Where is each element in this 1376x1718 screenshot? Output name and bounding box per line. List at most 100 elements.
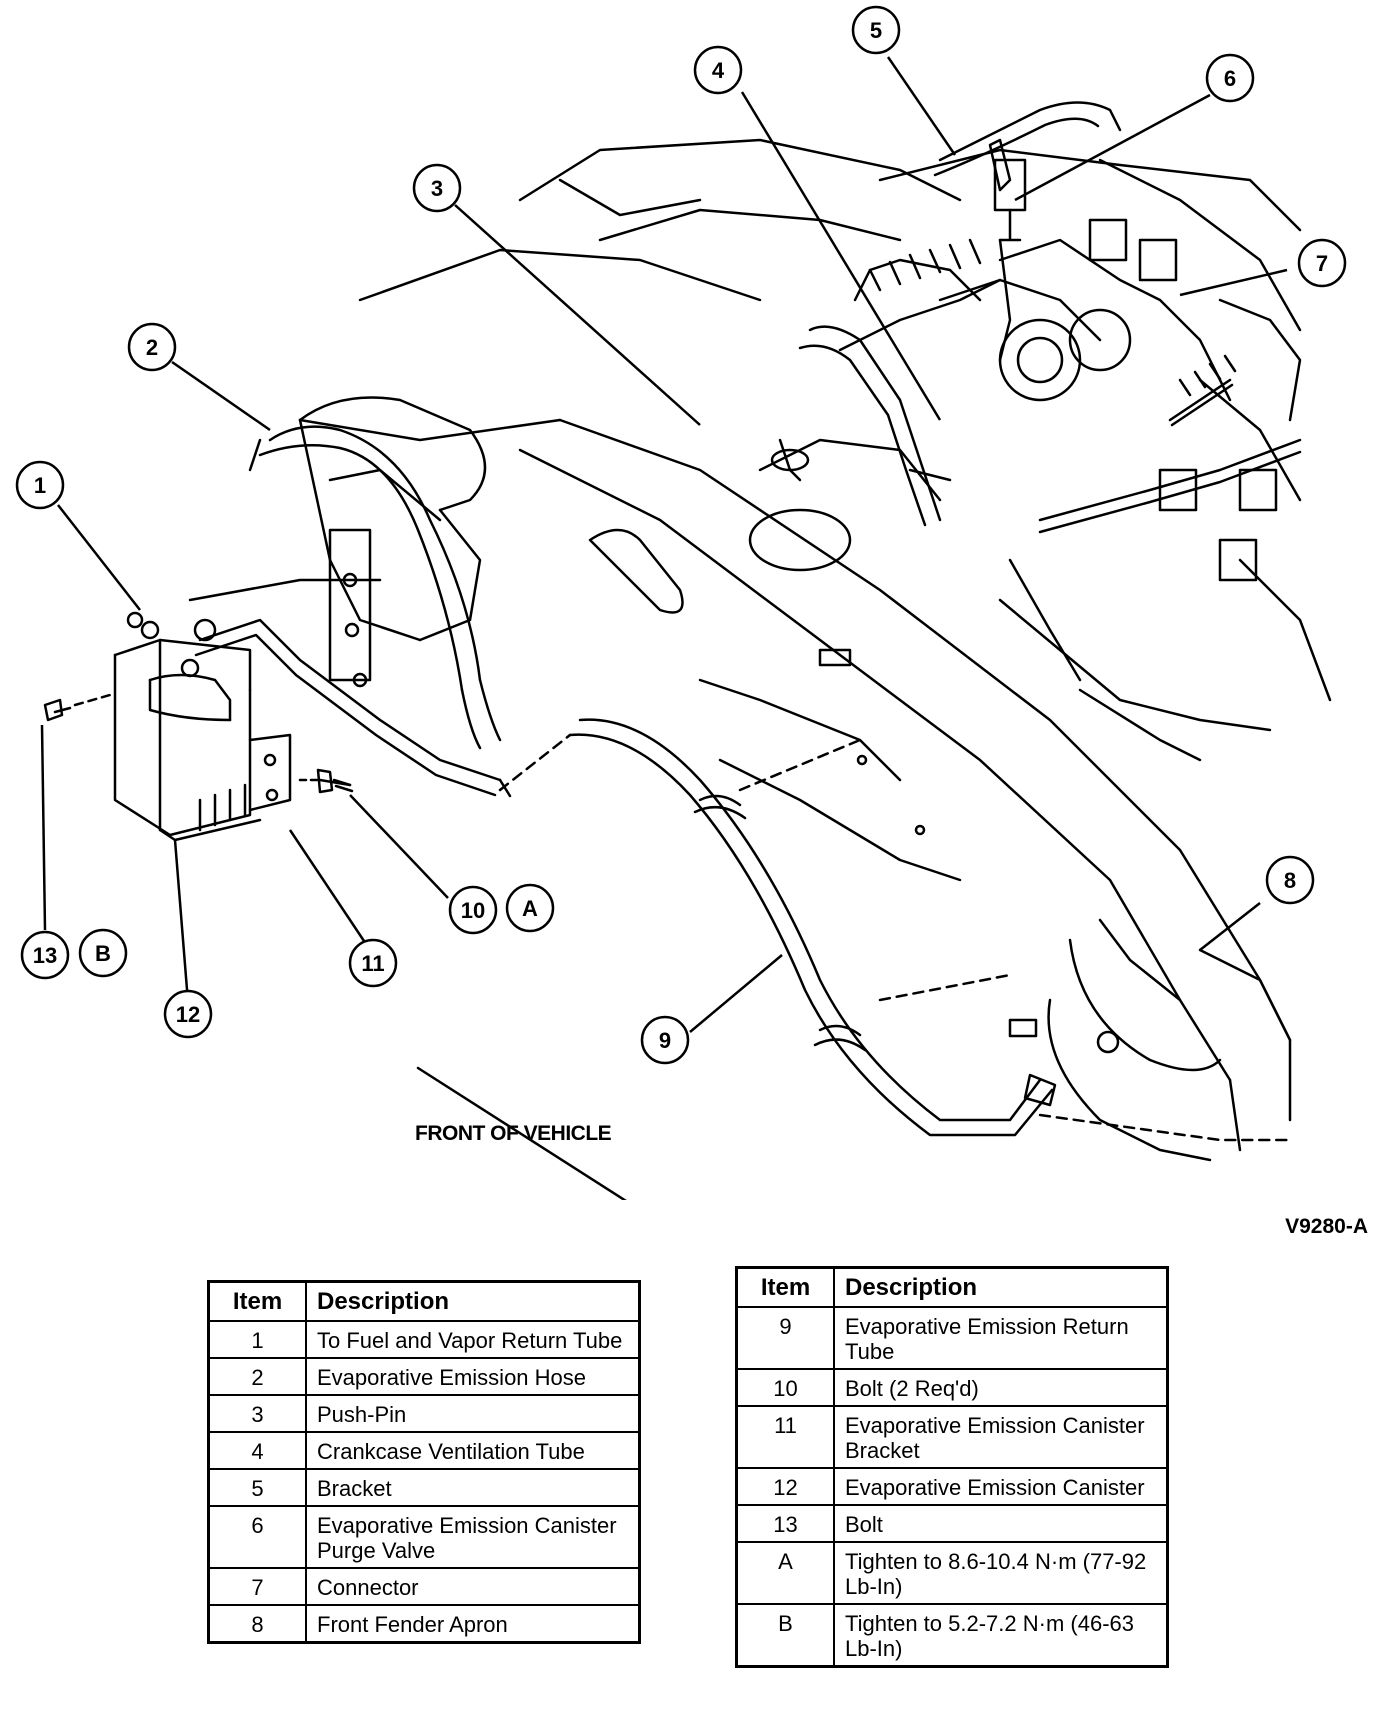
callout-8: 8 — [1265, 855, 1315, 905]
item-column-header: Item — [735, 1266, 835, 1308]
callout-7: 7 — [1297, 238, 1347, 288]
callouts: 1 2 3 4 5 6 7 8 9 10 A 11 12 13 B — [15, 5, 1347, 1065]
legend-item-number: 8 — [207, 1604, 307, 1644]
svg-text:B: B — [95, 941, 111, 966]
callout-2: 2 — [127, 322, 177, 372]
legend-item-description: Evaporative Emission Hose — [305, 1357, 641, 1396]
legend-item-description: Evaporative Emission Canister Purge Valv… — [305, 1505, 641, 1569]
leader-8 — [1199, 902, 1261, 951]
svg-text:4: 4 — [712, 58, 725, 83]
legend-item-description: Bolt — [833, 1504, 1169, 1543]
svg-text:6: 6 — [1224, 66, 1236, 91]
leader-13 — [40, 724, 47, 931]
callout-1: 1 — [15, 460, 65, 510]
legend-item-description: Crankcase Ventilation Tube — [305, 1431, 641, 1470]
leader-1 — [57, 504, 141, 611]
svg-text:A: A — [522, 896, 538, 921]
legend-item-description: Front Fender Apron — [305, 1604, 641, 1644]
legend-item-description: Push-Pin — [305, 1394, 641, 1433]
legend-item-number: 6 — [207, 1505, 307, 1569]
purge-valve-assembly — [933, 101, 1122, 362]
svg-text:7: 7 — [1316, 251, 1328, 276]
legend-item-number: 3 — [207, 1394, 307, 1433]
bolt-10 — [298, 768, 354, 794]
legend-item-description: Evaporative Emission Return Tube — [833, 1306, 1169, 1370]
legend-item-description: To Fuel and Vapor Return Tube — [305, 1320, 641, 1359]
legend-item-number: 2 — [207, 1357, 307, 1396]
leader-9 — [689, 954, 783, 1033]
legend-item-number: 9 — [735, 1306, 835, 1370]
svg-text:8: 8 — [1284, 868, 1296, 893]
callout-3: 3 — [412, 163, 462, 213]
callout-4: 4 — [693, 45, 743, 95]
engine-assembly — [358, 138, 1332, 762]
legend-item-number: 4 — [207, 1431, 307, 1470]
svg-text:3: 3 — [431, 176, 443, 201]
leader-10 — [349, 794, 449, 899]
description-column-header: Description — [833, 1266, 1169, 1308]
svg-text:5: 5 — [870, 18, 882, 43]
crankcase-ventilation-tube — [770, 325, 952, 527]
front-arrow-line — [416, 1066, 627, 1200]
svg-text:10: 10 — [461, 898, 485, 923]
callout-9: 9 — [640, 1015, 690, 1065]
callout-B: B — [78, 928, 128, 978]
evaporative-emission-hose — [194, 425, 512, 798]
leader-4 — [740, 91, 942, 421]
svg-text:13: 13 — [33, 943, 57, 968]
fender-apron — [298, 418, 1292, 1162]
callout-12: 12 — [163, 989, 213, 1039]
legend-item-description: Bolt (2 Req'd) — [833, 1368, 1169, 1407]
leader-2 — [171, 360, 271, 432]
legend-item-description: Bracket — [305, 1468, 641, 1507]
legend-item-number: B — [735, 1603, 835, 1668]
legend-item-number: 5 — [207, 1468, 307, 1507]
callout-11: 11 — [348, 938, 398, 988]
callout-13: 13 — [20, 930, 70, 980]
front-of-vehicle-label: FRONT OF VEHICLE — [415, 1122, 612, 1145]
leader-12 — [173, 839, 190, 1003]
callout-10: 10 — [448, 885, 498, 935]
legend-item-number: 1 — [207, 1320, 307, 1359]
legend-item-description: Tighten to 5.2-7.2 N·m (46-63 Lb-In) — [833, 1603, 1169, 1668]
bolt-13 — [43, 693, 112, 722]
evaporative-emission-return-tube — [498, 718, 1292, 1142]
item-column-header: Item — [207, 1280, 307, 1322]
callout-6: 6 — [1205, 53, 1255, 103]
legend-item-number: A — [735, 1541, 835, 1605]
svg-text:12: 12 — [176, 1002, 200, 1027]
legend-item-description: Tighten to 8.6-10.4 N·m (77-92 Lb-In) — [833, 1541, 1169, 1605]
legend-item-number: 11 — [735, 1405, 835, 1469]
leader-7 — [1179, 268, 1288, 297]
callout-5: 5 — [851, 5, 901, 55]
leader-6 — [1014, 93, 1211, 202]
legend-item-number: 10 — [735, 1368, 835, 1407]
exploded-view-drawing: 1 2 3 4 5 6 7 8 9 10 A 11 12 13 B FRONT … — [15, 5, 1347, 1200]
figure-code: V9280-A — [1285, 1215, 1368, 1238]
svg-text:9: 9 — [659, 1028, 671, 1053]
svg-text:1: 1 — [34, 473, 46, 498]
svg-text:11: 11 — [361, 951, 384, 976]
evaporative-emission-canister — [113, 611, 292, 842]
legend-item-number: 13 — [735, 1504, 835, 1543]
callout-leaders — [40, 56, 1288, 1033]
legend-item-description: Evaporative Emission Canister Bracket — [833, 1405, 1169, 1469]
legend-item-description: Connector — [305, 1567, 641, 1606]
legend-item-number: 12 — [735, 1467, 835, 1506]
callout-A: A — [505, 883, 555, 933]
leader-11 — [288, 829, 372, 951]
